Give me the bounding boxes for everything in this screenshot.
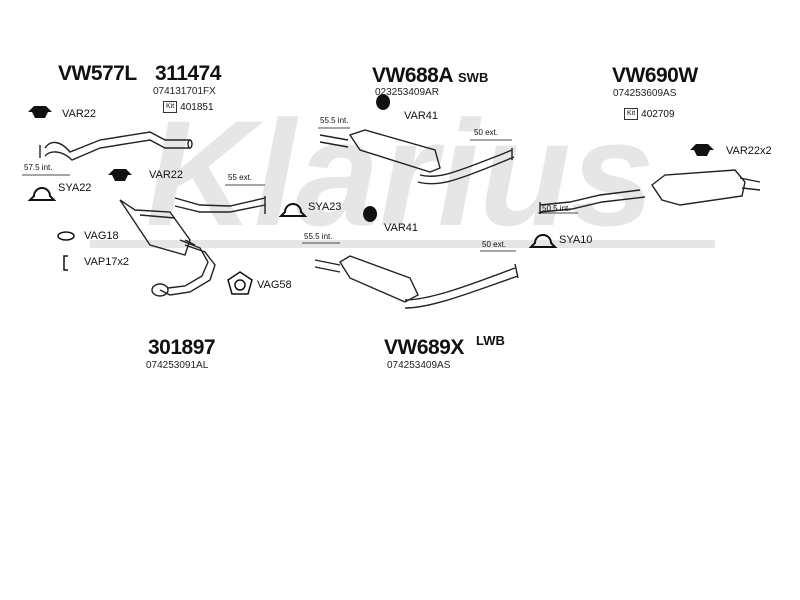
rear-oem: 074253609AS [613,88,677,99]
rubber-hanger-drawing [28,106,714,181]
fitting-sya22: SYA22 [58,182,92,194]
dim-50-ext-a: 50 ext. [474,128,499,137]
rear-silencer-drawing [539,169,761,214]
mid-swb-code: VW688A [372,64,454,87]
mid-swb-variant: SWB [458,70,489,85]
rear-kit: Kit 402709 [624,108,675,120]
front-pipe-drawing [39,131,193,161]
fitting-var41-b: VAR41 [384,222,419,234]
fitting-var22-b: VAR22 [149,169,184,181]
fitting-vag18: VAG18 [84,230,119,242]
mid-lwb-oem: 074253409AS [387,360,451,371]
fitting-vag58: VAG58 [257,279,292,291]
front-pipe-code: VW577L [58,62,137,85]
gasket-drawing [57,231,75,271]
mid-lwb-code: VW689X [384,336,464,359]
catalyst-drawing [119,196,266,297]
mid-lwb-silencer-drawing [314,255,519,309]
mid-swb-oem: 023253409AR [375,87,439,98]
mid-lwb-variant: LWB [476,333,505,348]
rear-silencer-code: VW690W [612,64,698,87]
fitting-var41-a: VAR41 [404,110,439,122]
fitting-sya10: SYA10 [559,234,593,246]
front-set-oem: 074131701FX [153,86,216,97]
dim-50-ext-b: 50 ext. [482,240,507,249]
dimension-lines [22,127,578,252]
front-set-code: 311474 [155,62,221,85]
fitting-var22-a: VAR22 [62,108,97,120]
dim-55-5-int-a: 55.5 int. [320,116,349,125]
rear-kit-number: 402709 [641,108,675,120]
kit-icon: Kit [163,101,178,113]
catalyst-oem: 074253091AL [146,360,209,371]
fitting-sya23: SYA23 [308,201,342,213]
fitting-var22x2: VAR22x2 [726,145,772,157]
front-kit: Kit 401851 [163,101,214,113]
clamp-drawing [27,187,558,248]
flange-gasket-drawing [227,271,253,295]
fitting-vap17: VAP17x2 [84,256,130,268]
catalyst-code: 301897 [148,336,216,359]
kit-icon: Kit [624,108,639,120]
svg-text:Klarius: Klarius [146,89,655,257]
front-kit-number: 401851 [180,101,214,113]
dim-57-5-int: 57.5 int. [24,163,53,172]
dim-50-5-int: 50.5 int. [542,204,571,213]
mid-swb-silencer-drawing [319,129,515,185]
dim-55-ext: 55 ext. [228,173,253,182]
dim-55-5-int-b: 55.5 int. [304,232,333,241]
var41-icons [363,94,391,222]
